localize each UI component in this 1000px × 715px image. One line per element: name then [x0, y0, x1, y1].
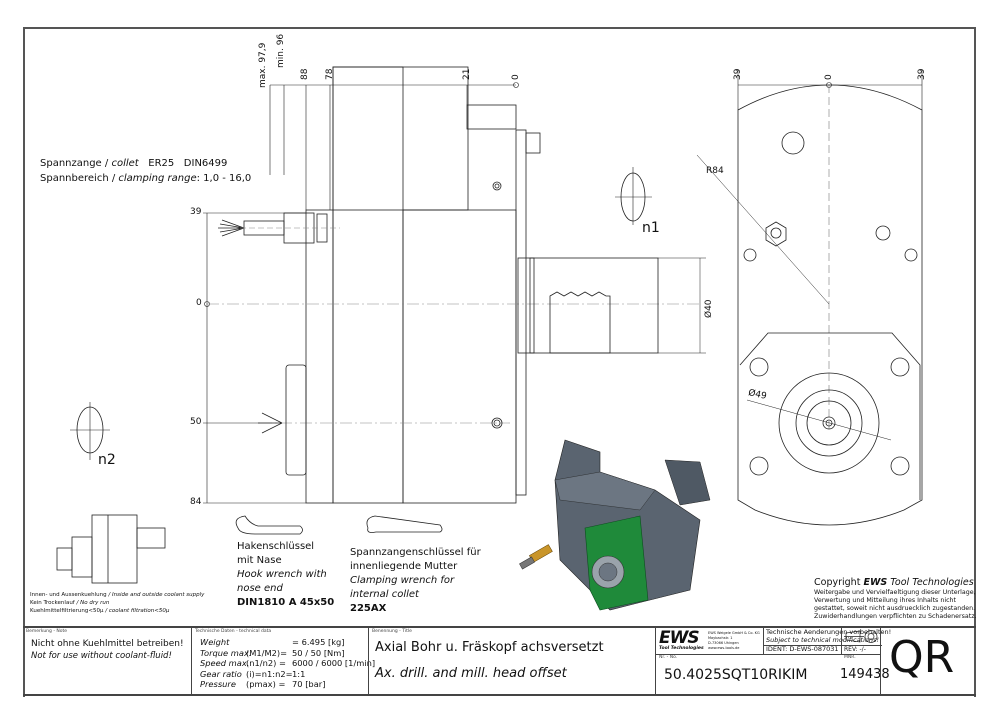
copyright-text: Weitergabe und Vervielfaeltigung dieser …: [814, 589, 977, 620]
side-view-housing-left: [332, 66, 404, 504]
tech-data-table: Weight= 6.495 [kg] Torque max.(M1/M2)=50…: [200, 637, 376, 689]
mnr-number: 149438: [840, 667, 890, 682]
isometric-render: [519, 439, 711, 611]
dim-21: 21: [462, 68, 472, 80]
dim-max: max. 97,9: [258, 42, 268, 88]
drawing-frame: [23, 27, 976, 697]
collet-info-line1: Spannzange / collet ER25 DIN6499: [40, 158, 228, 169]
company-logo-box: EWS Tool Technologies EWS Weigele GmbH &…: [656, 628, 764, 655]
dim-78: 78: [325, 68, 335, 80]
dim-front-0: 0: [824, 74, 834, 80]
coolant-note-2: Kein Trockenlauf / No dry run: [30, 600, 110, 606]
front-view-outline: [737, 84, 923, 526]
copyright-title: Copyright EWS Tool Technologies: [814, 577, 974, 588]
dim-left-0: 0: [196, 298, 202, 308]
company-address: EWS Weigele GmbH & Co. KG Maybachstr. 1 …: [708, 631, 760, 650]
qr-code: QR: [889, 632, 955, 683]
coolant-note-1: Innen- und Aussenkuehlung / Inside and o…: [30, 592, 205, 598]
revision: REV: -/-: [844, 646, 866, 653]
dim-0-top: 0: [511, 74, 521, 80]
collet-info-line2: Spannbereich / clamping range: 1,0 - 16,…: [40, 173, 252, 184]
clamping-wrench-info: Spannzangenschlüssel für innenliegende M…: [350, 547, 481, 614]
dim-left-84: 84: [190, 497, 202, 507]
rotation-n1-label: n1: [642, 220, 660, 236]
hook-wrench-info: Hakenschlüssel mit Nase Hook wrench with…: [237, 541, 335, 608]
note-de: Nicht ohne Kuehlmittel betreiben!: [31, 639, 184, 649]
ident: IDENT: D-EWS-087031: [766, 645, 839, 653]
dim-front-39-right: 39: [917, 68, 927, 80]
dim-left-39: 39: [190, 207, 202, 217]
projection-symbol-icon: [844, 630, 878, 643]
side-view-plate: [305, 209, 334, 504]
title-block: Bemerkung - Note Nicht ohne Kuehlmittel …: [23, 626, 976, 696]
part-number: 50.4025SQT10RIKIM: [664, 667, 808, 683]
title-en: Ax. drill. and mill. head offset: [375, 666, 567, 681]
side-view-housing-main: [402, 209, 517, 504]
dim-radius: R84: [706, 166, 724, 176]
dim-front-39-left: 39: [733, 68, 743, 80]
note-en: Not for use without coolant-fluid!: [31, 651, 172, 661]
title-de: Axial Bohr u. Fräskopf achsversetzt: [375, 640, 604, 655]
dim-left-50: 50: [190, 417, 202, 427]
dim-88: 88: [300, 68, 310, 80]
rotation-n2-label: n2: [98, 452, 116, 468]
company-cell: EWS Tool Technologies EWS Weigele GmbH &…: [655, 628, 891, 694]
qr-cell: QR: [880, 628, 976, 694]
coolant-note-3: Kuehlmittelfiltrierung<50µ / coolant fil…: [30, 608, 170, 614]
dim-min: min. 96: [276, 33, 286, 68]
company-logo: EWS: [659, 628, 700, 648]
note-cell: Bemerkung - Note Nicht ohne Kuehlmittel …: [26, 629, 184, 661]
dim-shaft-diameter: Ø40: [704, 299, 714, 318]
title-cell: Benennung - Title Axial Bohr u. Fräskopf…: [368, 628, 655, 694]
tech-data-cell: Technische Daten - technical data Weight…: [191, 628, 375, 694]
